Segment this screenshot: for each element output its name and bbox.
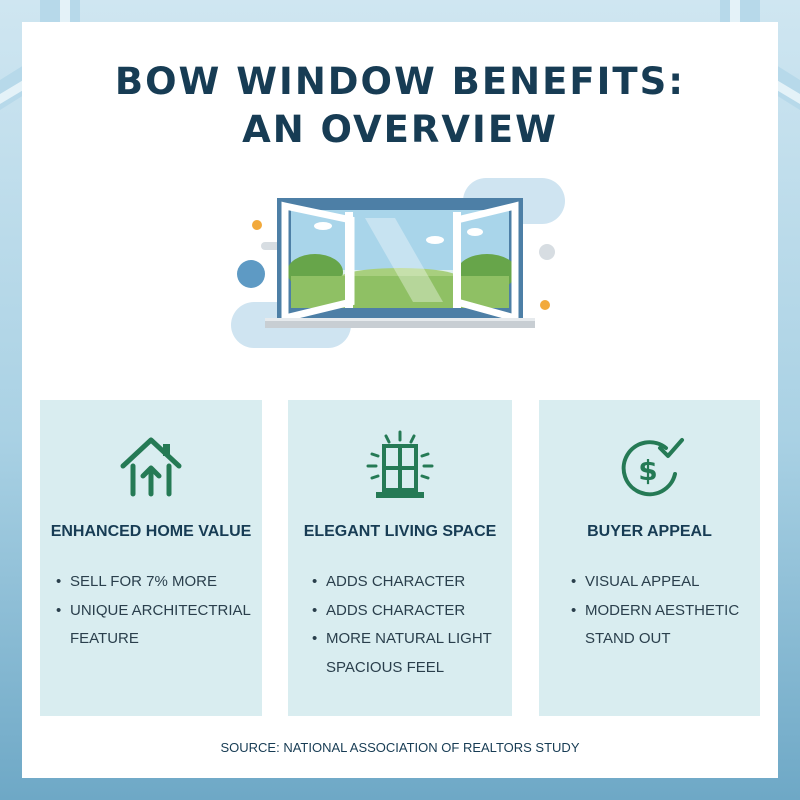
card-heading: ELEGANT LIVING SPACE: [303, 523, 497, 540]
dollar-check-icon: $: [621, 438, 684, 497]
card-list: •ADDS CHARACTER •ADDS CHARACTER •MORE NA…: [288, 568, 536, 682]
benefit-card-buyer-appeal: $ BUYER APPEAL •VISUAL APPEAL •MODERN AE…: [539, 400, 760, 716]
svg-text:$: $: [638, 454, 657, 487]
list-item: •MORE NATURAL LIGHT: [312, 630, 492, 647]
card-heading: BUYER APPEAL: [587, 523, 712, 540]
list-item: FEATURE: [70, 630, 139, 647]
list-item: •ADDS CHARACTER: [312, 601, 466, 619]
title-line-1: BOW WINDOW BENEFITS:: [114, 60, 686, 103]
title-line-2: AN OVERVIEW: [242, 108, 558, 151]
list-item: SPACIOUS FEEL: [326, 658, 445, 676]
list-item: •MODERN AESTHETIC: [571, 601, 740, 619]
card-list: •VISUAL APPEAL •MODERN AESTHETIC STAND O…: [539, 568, 792, 654]
list-item: •VISUAL APPEAL: [571, 573, 700, 590]
card-heading: ENHANCED HOME VALUE: [50, 523, 252, 540]
house-up-arrows-icon: [120, 437, 182, 497]
list-item: STAND OUT: [585, 630, 671, 647]
list-item: •UNIQUE ARCHITECTRIAL: [56, 601, 251, 619]
window-icon: [366, 430, 434, 498]
card-list: •SELL FOR 7% MORE •UNIQUE ARCHITECTRIAL …: [40, 568, 278, 654]
source-citation: SOURCE: NATIONAL ASSOCIATION OF REALTORS…: [220, 740, 580, 755]
bow-window-illustration: [231, 178, 565, 348]
list-item: •SELL FOR 7% MORE: [56, 573, 217, 590]
benefit-card-home-value: ENHANCED HOME VALUE •SELL FOR 7% MORE •U…: [40, 400, 262, 716]
list-item: •ADDS CHARACTER: [312, 573, 466, 590]
benefit-card-living-space: ELEGANT LIVING SPACE •ADDS CHARACTER •AD…: [288, 400, 512, 716]
page-title: BOW WINDOW BENEFITS: AN OVERVIEW: [0, 58, 800, 154]
